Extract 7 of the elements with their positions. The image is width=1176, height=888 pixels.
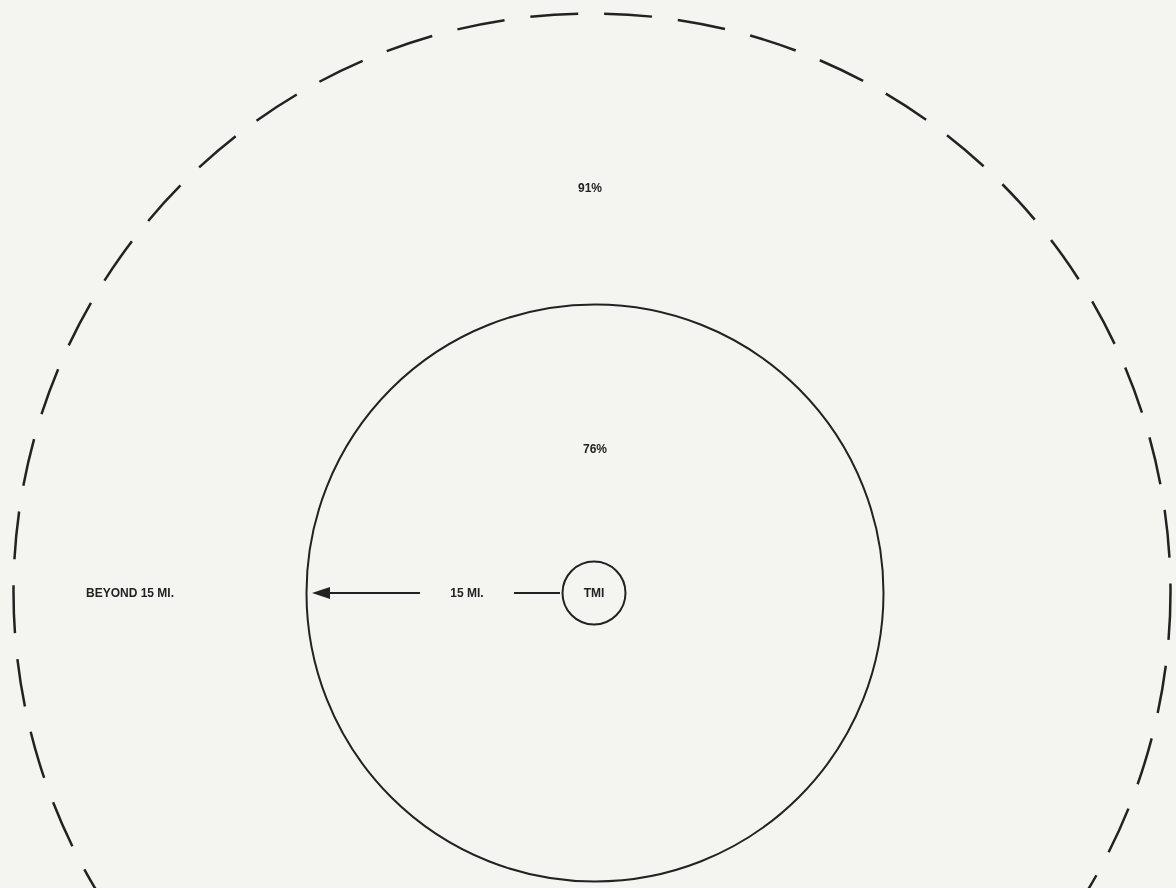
zone-label: BEYOND 15 MI. [86,586,174,600]
dimension-label: 15 MI. [450,586,484,600]
zone-label: TMI [583,586,605,600]
zone-circle [561,560,627,626]
zone-circle [305,303,885,883]
percentage-text: 76% [583,442,607,456]
percentage-text: 91% [578,181,602,195]
